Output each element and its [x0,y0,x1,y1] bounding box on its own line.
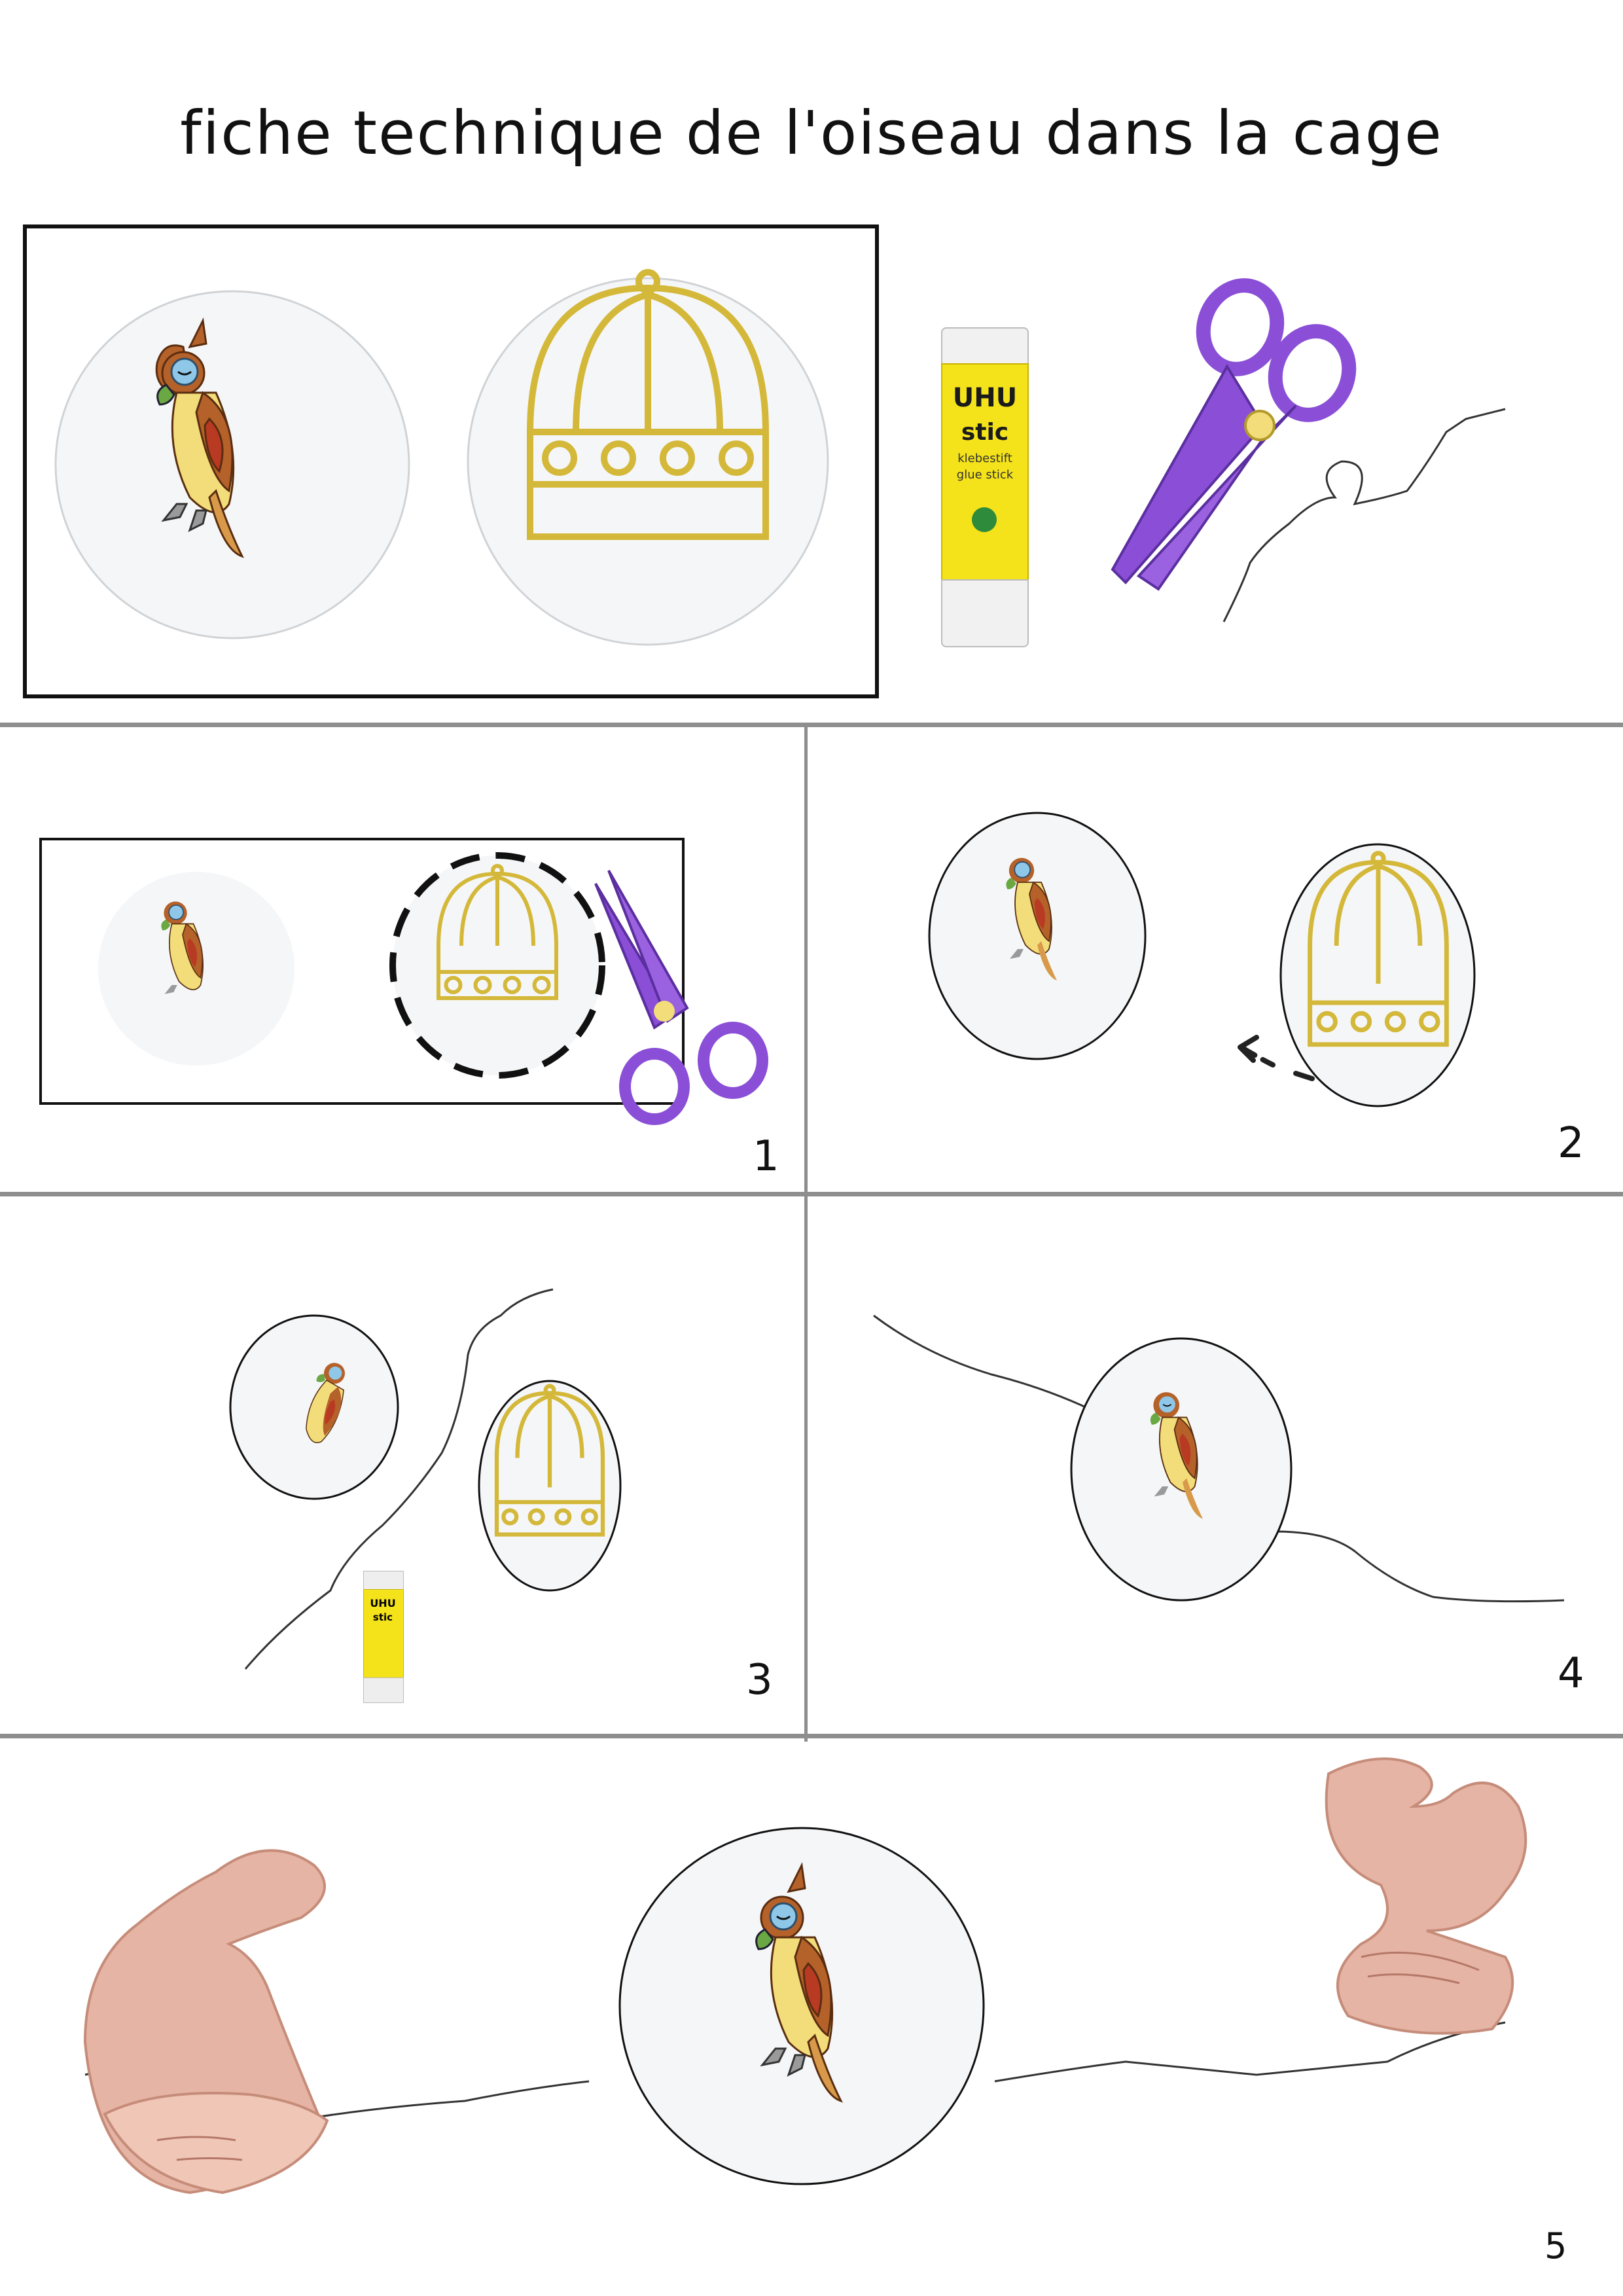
string-icon [1222,408,1506,622]
step1-scissors-icon [594,870,768,1125]
step2-cage-disc [1279,843,1476,1107]
fingers-icon [83,1849,329,2195]
step1-frame [39,838,685,1105]
step-number-2: 2 [1558,1119,1584,1168]
glue-stick-icon: UHU stic klebestift glue stick [936,327,1031,648]
scissors-icon [1111,278,1357,591]
glue-product-small: stic [372,1611,393,1623]
step-number-3: 3 [746,1656,773,1704]
divider-top [0,723,1623,727]
step3-cage-disc [478,1380,622,1592]
glue-product: stic [961,419,1009,446]
glue-line1: klebestift [957,452,1012,465]
glue-line2: glue stick [956,468,1014,482]
divider-mid-upper [804,723,808,1194]
parrot-icon [155,317,244,558]
page-title: fiche technique de l'oiseau dans la cage [180,98,1443,168]
step2-parrot-disc [928,812,1147,1060]
step3-string-icon [244,1288,554,1670]
step-number-5: 5 [1544,2225,1567,2267]
glue-brand: UHU [952,383,1018,413]
divider-middle [0,1192,1623,1196]
cage-disc [467,269,829,646]
step1-parrot-disc [98,872,294,1066]
materials-frame [23,224,879,698]
divider-bottom [0,1734,1623,1738]
step5-parrot-disc [618,1827,985,2185]
step3-parrot-disc [229,1314,399,1500]
step3-glue-stick-icon: UHU stic [363,1571,404,1703]
fingers-icon-right [1325,1757,1527,2035]
glue-brand-small: UHU [370,1597,396,1609]
arrow-icon [1238,1035,1315,1081]
step-number-1: 1 [753,1132,779,1181]
step4-parrot-disc [1070,1337,1293,1602]
step-number-4: 4 [1558,1649,1584,1698]
bird-cage-icon [527,269,769,540]
parrot-disc [54,290,410,639]
step1-cage-disc [389,852,605,1079]
divider-mid-lower [804,1192,808,1742]
